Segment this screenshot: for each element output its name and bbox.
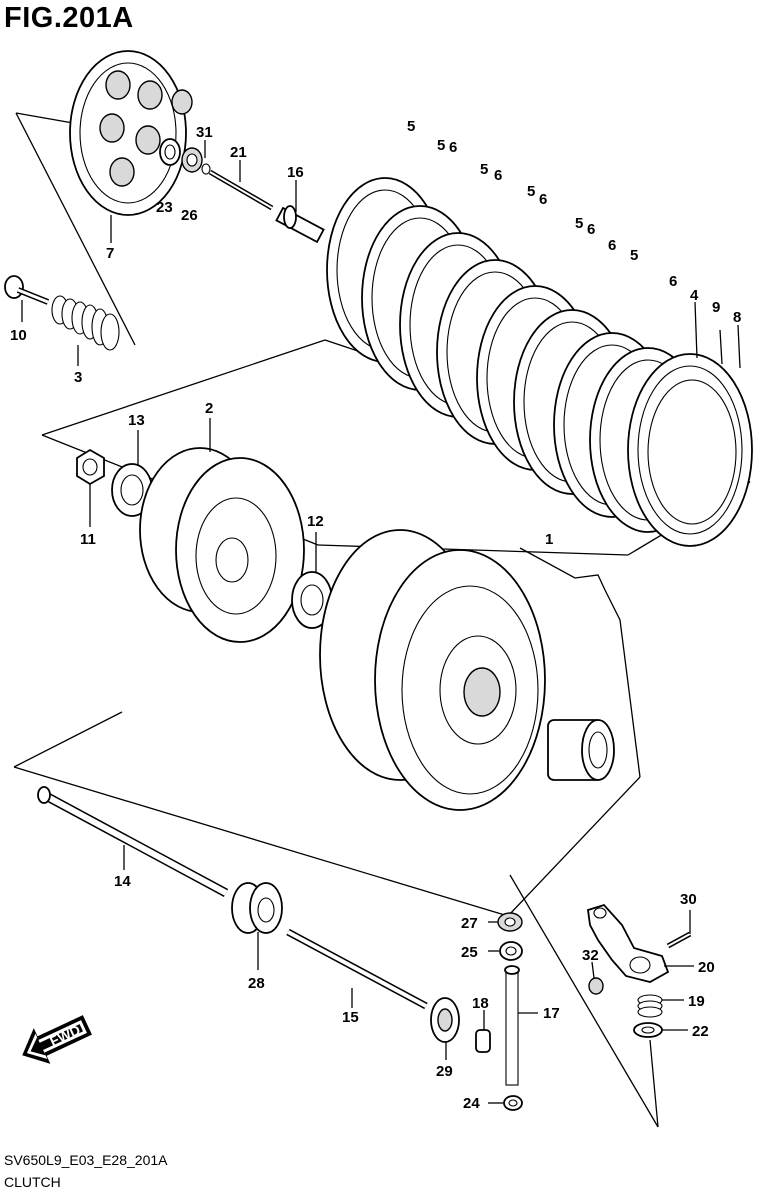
pressure-plate-part-7 <box>69 50 193 216</box>
sleeve-hub-part-2 <box>139 447 305 643</box>
callout-8: 8 <box>733 309 741 326</box>
bolt-part-10 <box>4 275 50 305</box>
washer-part-22 <box>633 1022 663 1038</box>
callout-30: 30 <box>680 891 697 908</box>
callout-3: 3 <box>74 369 82 386</box>
callout-2: 2 <box>205 400 213 417</box>
push-rod-part-21 <box>208 169 274 211</box>
callout-17: 17 <box>543 1005 560 1022</box>
callout-14: 14 <box>114 873 131 890</box>
figure-title: FIG.201A <box>4 2 134 34</box>
release-lever-part-20 <box>587 903 670 983</box>
callout-7: 7 <box>106 245 114 262</box>
bearing-part-25 <box>499 941 523 961</box>
callout-6-c: 6 <box>539 191 547 208</box>
callout-1: 1 <box>545 531 553 548</box>
callout-5-f: 5 <box>630 247 638 264</box>
push-piece-part-16 <box>275 205 325 244</box>
pin-part-18 <box>475 1029 491 1053</box>
shaft-part-14 <box>37 786 229 897</box>
spring-part-19 <box>637 994 663 1018</box>
diagram-code: SV650L9_E03_E28_201A <box>4 1152 168 1168</box>
callout-24: 24 <box>463 1095 480 1112</box>
bearing-part-26 <box>181 147 203 173</box>
oil-seal-part-27 <box>497 912 523 932</box>
callout-11: 11 <box>80 531 96 548</box>
leader-lines <box>21 140 741 1104</box>
bearing-part-24 <box>503 1095 523 1111</box>
callout-25: 25 <box>461 944 478 961</box>
callout-13: 13 <box>128 412 145 429</box>
washer-part-31 <box>201 163 211 175</box>
callout-9: 9 <box>712 299 720 316</box>
callout-21: 21 <box>230 144 247 161</box>
callout-5-a: 5 <box>407 118 415 135</box>
nut-part-32 <box>588 977 604 995</box>
callout-6-d: 6 <box>587 221 595 238</box>
callout-4: 4 <box>690 287 699 304</box>
callout-28: 28 <box>248 975 265 992</box>
callout-26: 26 <box>181 207 198 224</box>
callout-10: 10 <box>10 327 27 344</box>
callout-15: 15 <box>342 1009 359 1026</box>
callout-18: 18 <box>472 995 489 1012</box>
callout-32: 32 <box>582 947 599 964</box>
clutch-plate-stack <box>326 177 753 547</box>
diagram-caption: CLUTCH <box>4 1174 61 1190</box>
rod-part-15 <box>286 928 428 1010</box>
bolt-part-30 <box>666 931 692 949</box>
callout-23: 23 <box>156 199 173 216</box>
group-boundary-lines <box>13 112 751 1128</box>
spring-part-3 <box>51 295 120 351</box>
bearing-part-29 <box>430 997 460 1043</box>
callout-12: 12 <box>307 513 324 530</box>
callout-5-d: 5 <box>527 183 535 200</box>
callout-6-b: 6 <box>494 167 502 184</box>
callout-6-a: 6 <box>449 139 457 156</box>
release-shaft-part-17 <box>504 965 520 1086</box>
callout-29: 29 <box>436 1063 453 1080</box>
callout-6-f: 6 <box>669 273 677 290</box>
callout-6-e: 6 <box>608 237 616 254</box>
callout-16: 16 <box>287 164 304 181</box>
washer-part-12 <box>291 571 333 629</box>
callout-5-c: 5 <box>480 161 488 178</box>
clutch-housing-part-1 <box>319 529 546 811</box>
callout-27: 27 <box>461 915 478 932</box>
callout-5-b: 5 <box>437 137 445 154</box>
nut-part-11 <box>76 448 105 486</box>
bearing-part-23 <box>159 138 181 166</box>
callout-22: 22 <box>692 1023 709 1040</box>
washer-part-13 <box>111 463 153 517</box>
fwd-arrow-badge: FWD <box>22 1015 92 1064</box>
callout-19: 19 <box>688 993 705 1010</box>
callout-20: 20 <box>698 959 715 976</box>
callout-31: 31 <box>196 124 213 141</box>
spacer-sleeve <box>547 719 615 781</box>
callout-5-e: 5 <box>575 215 583 232</box>
callout-labels: 1 2 3 4 5 5 5 5 5 5 6 6 6 6 6 6 7 8 9 10… <box>10 118 741 1112</box>
bearing-part-28 <box>231 882 283 934</box>
